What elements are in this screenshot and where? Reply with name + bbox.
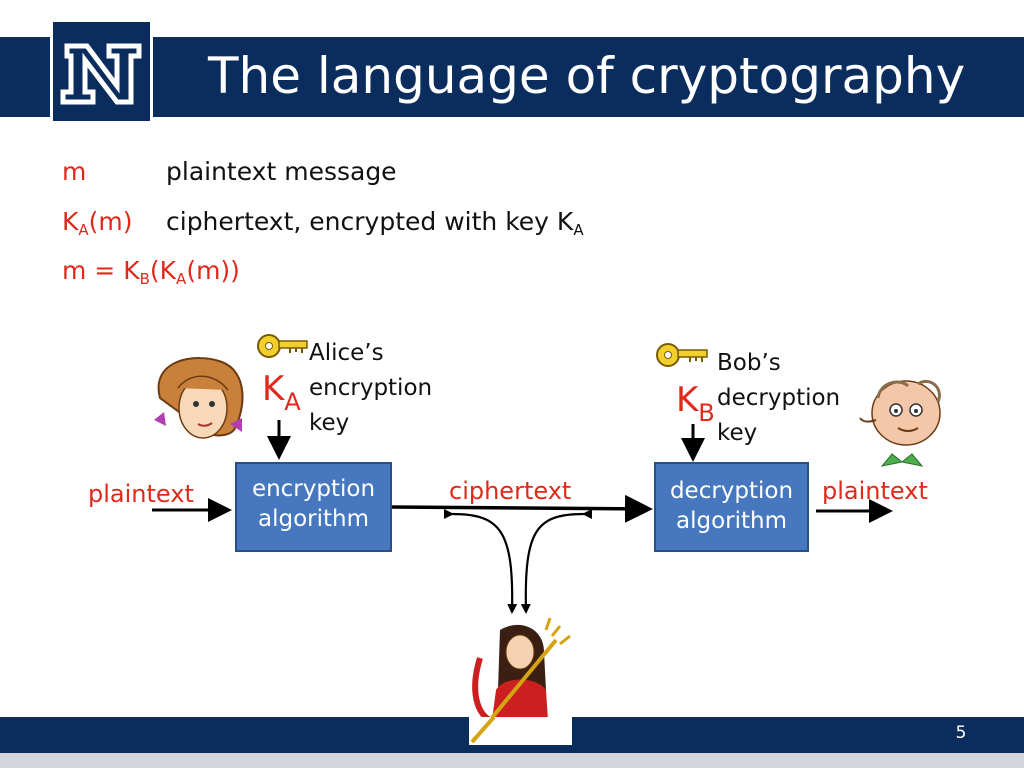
alice-cartoon-icon <box>154 357 244 439</box>
title-bar <box>0 37 1024 117</box>
plaintext-input-label: plaintext <box>88 480 194 508</box>
trudy-card-bottom <box>469 715 572 745</box>
ciphertext-label: ciphertext <box>449 477 572 505</box>
logo-inner <box>53 22 150 121</box>
slide-title: The language of cryptography <box>208 47 966 105</box>
decryption-algorithm-box: decryption algorithm <box>654 462 809 552</box>
eavesdrop-curve-left <box>443 508 518 614</box>
def-symbol-ka-m: KA(m) <box>62 207 133 239</box>
equation-decrypt: m = KB(KA(m)) <box>62 256 240 288</box>
alice-key-symbol: KA <box>262 369 301 416</box>
alice-key-icon <box>257 334 308 358</box>
alice-key-label: Alice’s encryption key <box>309 340 433 436</box>
ciphertext-arrow <box>391 494 653 523</box>
trudy-cartoon-icon <box>470 617 571 744</box>
bob-key-symbol: KB <box>676 380 715 427</box>
page-number: 5 <box>955 723 967 743</box>
plaintext-output-label: plaintext <box>822 477 928 505</box>
logo-n-icon <box>60 43 142 105</box>
bob-cartoon-icon <box>859 379 941 467</box>
trident-handle-icon <box>470 715 496 744</box>
bob-key-icon <box>656 343 708 367</box>
footer-strip <box>0 753 1024 768</box>
def-desc-plaintext: plaintext message <box>166 157 397 186</box>
def-desc-ciphertext: ciphertext, encrypted with key KA <box>166 207 584 239</box>
eavesdrop-curve-right <box>520 508 593 614</box>
def-symbol-m: m <box>62 157 87 186</box>
encryption-algorithm-box: encryption algorithm <box>235 462 392 552</box>
bob-key-label: Bob’s decryption key <box>717 350 841 446</box>
